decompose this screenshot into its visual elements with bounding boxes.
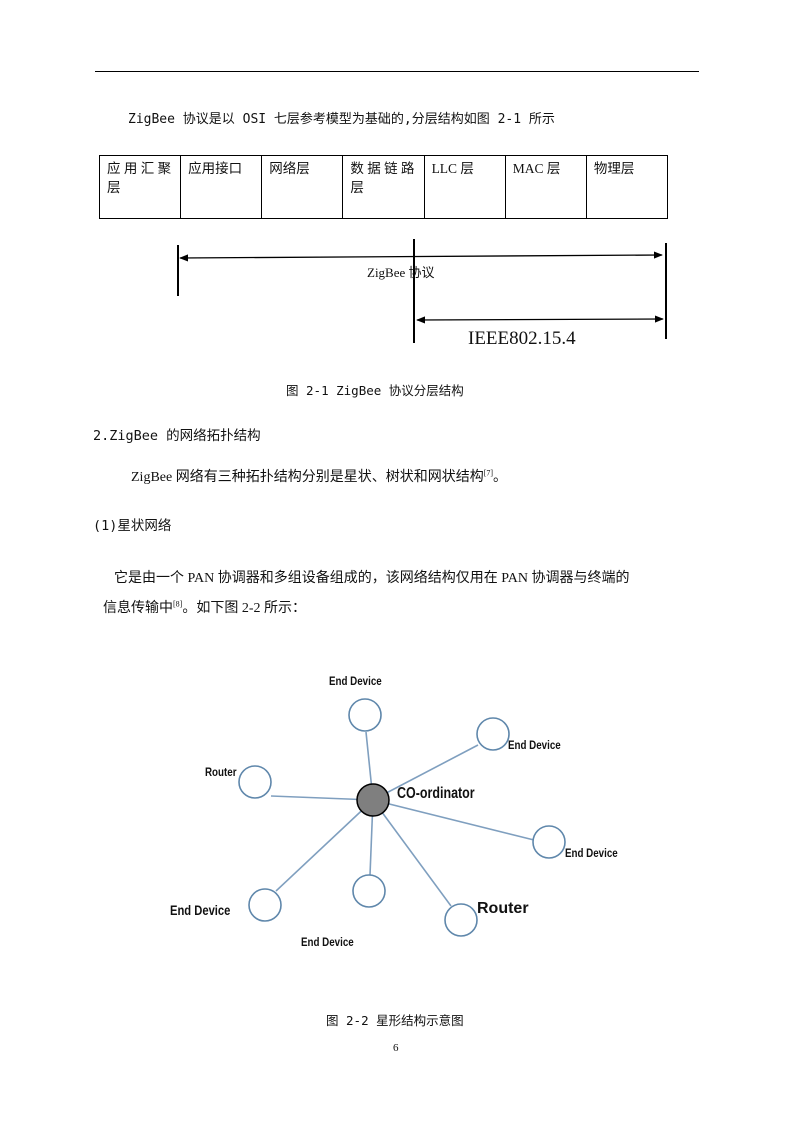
router-node-bottom (444, 903, 478, 937)
coordinator-node (356, 783, 390, 817)
topology-text: ZigBee 网络有三种拓扑结构分别是星状、树状和网状结构 (131, 470, 484, 485)
label-end-device-bottom: End Device (301, 937, 354, 949)
section-heading: 2.ZigBee 的网络拓扑结构 (93, 428, 261, 444)
zigbee-span-arrow (179, 251, 663, 262)
label-end-device-top: End Device (329, 676, 382, 688)
protocol-layers-table: 应 用 汇 聚 层 应用接口 网络层 数 据 链 路 层 LLC 层 MAC 层… (98, 155, 669, 219)
router-node-left (238, 765, 272, 799)
zigbee-protocol-label: ZigBee 协议 (367, 265, 435, 280)
layer-cell-aps: 应 用 汇 聚 层 (98, 155, 182, 219)
label-router-bottom: Router (477, 900, 529, 917)
link-router-left (270, 795, 374, 801)
label-end-device-upper-right: End Device (508, 740, 561, 752)
star-text: 信息传输中 (103, 601, 173, 616)
label-end-device-lower-left: End Device (170, 902, 231, 918)
end-device-node-upper-right (476, 717, 510, 751)
end-device-node-top (348, 698, 382, 732)
layer-cell-llc: LLC 层 (423, 155, 506, 219)
figure2-caption: 图 2-2 星形结构示意图 (326, 1013, 464, 1028)
intro-paragraph: ZigBee 协议是以 OSI 七层参考模型为基础的,分层结构如图 2-1 所示 (128, 112, 555, 127)
layer-cell-physical: 物理层 (585, 155, 669, 219)
star-text-end: 。如下图 2-2 所示： (182, 601, 306, 616)
ref-7: [7] (483, 468, 494, 478)
link-end-device-lower-left (275, 799, 374, 892)
label-router-left: Router (205, 767, 237, 779)
topology-end: 。 (493, 470, 508, 485)
header-rule (95, 71, 699, 72)
end-device-node-bottom (352, 874, 386, 908)
topology-paragraph: ZigBee 网络有三种拓扑结构分别是星状、树状和网状结构[7]。 (131, 466, 507, 486)
star-paragraph-line2: 信息传输中[8]。如下图 2-2 所示： (103, 597, 306, 617)
page-number: 6 (393, 1042, 399, 1054)
ieee-span-arrow (416, 315, 664, 324)
layer-cell-network: 网络层 (261, 155, 344, 219)
layer-cell-data-link: 数 据 链 路 层 (342, 155, 425, 219)
ref-8: [8] (173, 599, 183, 609)
end-device-node-right (532, 825, 566, 859)
link-end-device-upper-right (372, 744, 479, 801)
link-end-device-right (372, 799, 535, 841)
link-router-bottom (372, 799, 452, 907)
layer-cell-mac: MAC 层 (504, 155, 587, 219)
label-coordinator: CO-ordinator (397, 785, 475, 802)
end-device-node-lower-left (248, 888, 282, 922)
star-paragraph-line1: 它是由一个 PAN 协调器和多组设备组成的，该网络结构仅用在 PAN 协调器与终… (114, 571, 630, 586)
label-end-device-right: End Device (565, 848, 618, 860)
figure1-caption: 图 2-1 ZigBee 协议分层结构 (286, 383, 464, 398)
ieee-label: IEEE802.15.4 (468, 328, 576, 349)
subsection-heading: (1)星状网络 (93, 518, 172, 534)
